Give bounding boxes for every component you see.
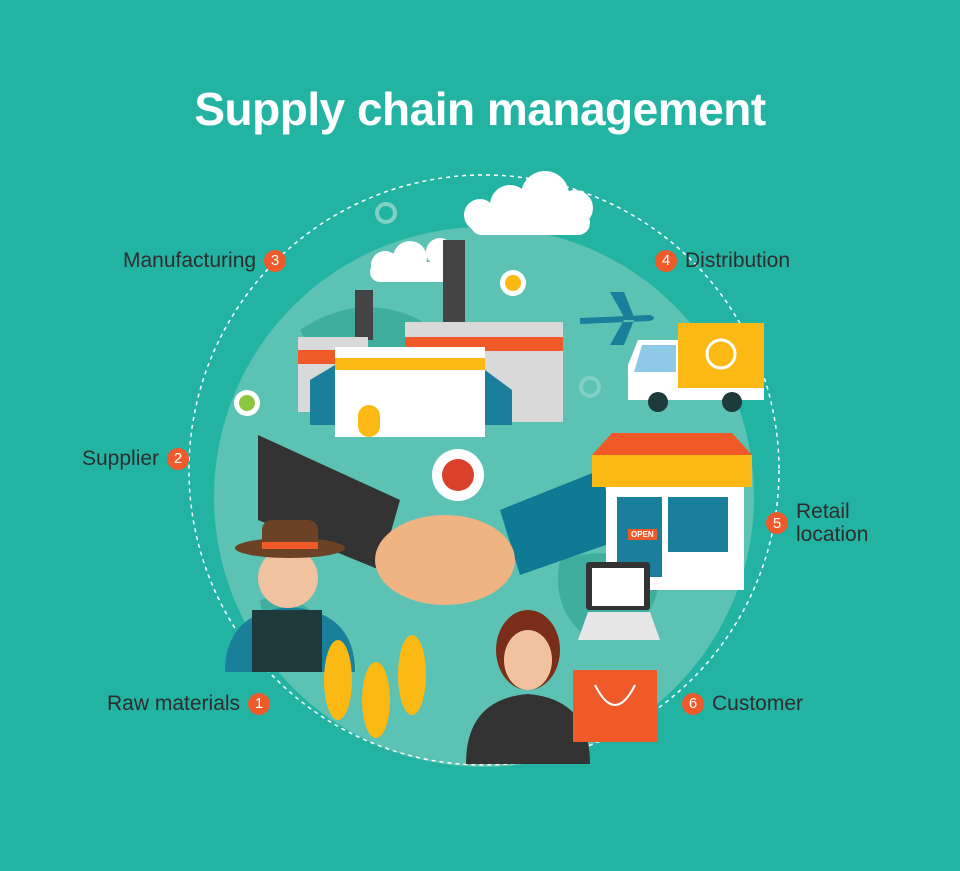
handshake-icon: [258, 435, 620, 605]
step-customer: 6 Customer: [682, 692, 803, 715]
step-number-badge: 4: [655, 249, 677, 272]
step-number-badge: 3: [264, 249, 287, 272]
shopping-bag-icon: [573, 670, 657, 742]
step-number-badge: 2: [167, 447, 190, 470]
step-raw-materials: Raw materials 1: [107, 692, 271, 715]
step-number-badge: 6: [682, 692, 704, 715]
cycle-path: [188, 174, 780, 766]
step-number-badge: 5: [766, 512, 788, 534]
gear-icons: [234, 202, 601, 501]
farmer-icon: [225, 520, 355, 672]
step-supplier: Supplier 2: [82, 447, 190, 470]
airplane-icon: [580, 292, 654, 345]
laptop-icon: [578, 562, 660, 640]
wheat-icon: [324, 635, 426, 738]
page-title: Supply chain management: [194, 83, 766, 135]
store-open-sign: OPEN: [628, 529, 657, 540]
factory-icon: [298, 240, 563, 437]
delivery-truck-icon: [628, 323, 764, 412]
customer-icon: [466, 610, 590, 764]
globe-continents: [260, 307, 660, 666]
step-number-badge: 1: [248, 692, 271, 715]
smoke-clouds: [370, 171, 593, 282]
step-distribution: 4 Distribution: [655, 249, 790, 272]
step-manufacturing: Manufacturing 3: [123, 249, 287, 272]
